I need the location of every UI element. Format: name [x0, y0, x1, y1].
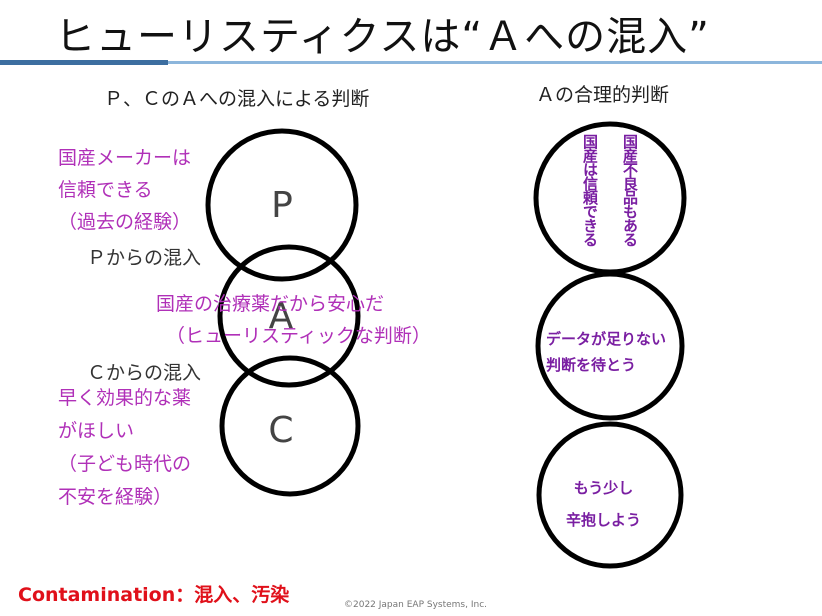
c-reason-text: 早く効果的な薬 がほしい （子ども時代の 不安を経験） — [58, 387, 192, 508]
right-circle-bottom — [536, 421, 684, 569]
right-heading: Ａの合理的判断 — [536, 84, 670, 106]
right-circle-middle — [535, 271, 685, 421]
circle-p-label: P — [271, 185, 293, 226]
title-rule-light — [168, 61, 822, 64]
slide-title: ヒューリスティクスは“Ａへの混入” — [55, 14, 710, 60]
circle-a-label: A — [269, 296, 294, 337]
c-mix-label: Ｃからの混入 — [87, 362, 202, 384]
right-bottom-text: もう少し 辛抱しよう — [566, 479, 642, 529]
footer-definition: Contamination：混入、汚染 — [18, 584, 290, 606]
right-middle-text: データが足りない 判断を待とう — [546, 330, 667, 374]
right-circle-top — [533, 121, 687, 275]
p-mix-label: Ｐからの混入 — [87, 247, 202, 269]
circle-a — [217, 244, 361, 388]
left-heading: Ｐ、ＣのＡへの混入による判断 — [104, 88, 370, 110]
p-reason-text: 国産メーカーは 信頼できる （過去の経験） — [58, 147, 192, 233]
right-top-col1: 国産は信頼できる — [581, 134, 599, 246]
title-rule-dark — [0, 60, 168, 65]
a-reason-text: 国産の治療薬だから安心だ （ヒューリスティックな判断） — [156, 293, 431, 347]
copyright: ©2022 Japan EAP Systems, Inc. — [344, 600, 487, 610]
circle-p — [205, 128, 359, 282]
circle-c — [219, 355, 361, 497]
circle-c-label: C — [268, 410, 293, 451]
right-top-col2: 国産不良品もある — [621, 134, 639, 246]
